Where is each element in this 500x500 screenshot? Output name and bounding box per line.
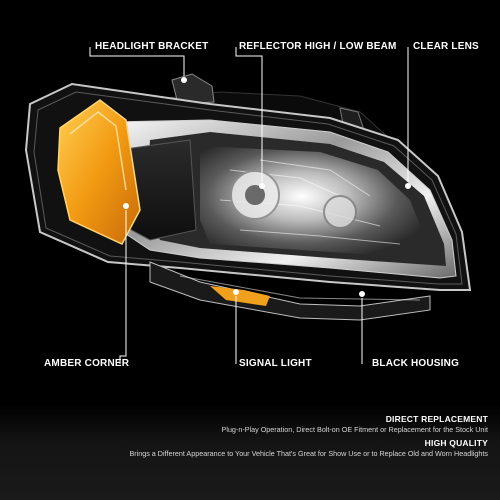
feature-footer: DIRECT REPLACEMENT Plug-n-Play Operation… [0, 404, 500, 500]
callout-signal-light: SIGNAL LIGHT [239, 358, 312, 369]
callout-reflector: REFLECTOR HIGH / LOW BEAM [239, 41, 397, 52]
feature-desc: Plug-n-Play Operation, Direct Bolt-on OE… [221, 425, 488, 434]
callout-lines [89, 47, 411, 364]
callout-headlight-bracket: HEADLIGHT BRACKET [95, 41, 209, 52]
amber-corner [57, 99, 141, 245]
feature-title: DIRECT REPLACEMENT [385, 414, 488, 424]
feature-direct-replacement: DIRECT REPLACEMENT Plug-n-Play Operation… [222, 414, 488, 435]
callout-amber-corner: AMBER CORNER [44, 358, 130, 369]
feature-high-quality: HIGH QUALITY Brings a Different Appearan… [129, 438, 488, 459]
feature-desc: Brings a Different Appearance to Your Ve… [129, 449, 488, 458]
callout-black-housing: BLACK HOUSING [372, 358, 460, 369]
reflector [200, 146, 426, 258]
signal-light [149, 261, 431, 321]
feature-title: HIGH QUALITY [424, 438, 488, 448]
callout-clear-lens: CLEAR LENS [413, 41, 479, 52]
